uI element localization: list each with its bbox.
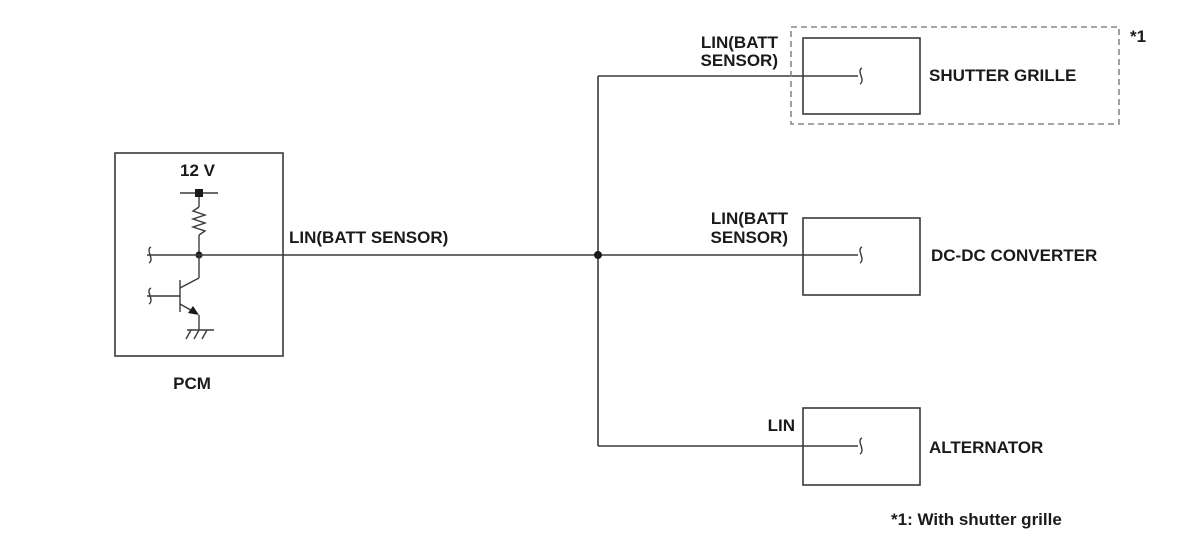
note-marker: *1 xyxy=(1130,27,1146,46)
emitter-arrow xyxy=(188,306,199,315)
connector-icon xyxy=(859,437,863,455)
pcm-label: PCM xyxy=(173,374,211,393)
shutter-pin-label-line2: SENSOR) xyxy=(701,51,778,70)
alternator-box xyxy=(802,407,921,486)
pull-up-resistor xyxy=(190,206,208,236)
alternator-label: ALTERNATOR xyxy=(929,438,1043,457)
connector-icon xyxy=(859,246,863,264)
pcm-module: 12 V PCM xyxy=(114,152,284,393)
ground-icon xyxy=(185,329,214,340)
dcdc-pin-label-line1: LIN(BATT xyxy=(711,209,789,228)
shutter-grille-box xyxy=(802,37,921,115)
dcdc-pin-label-line2: SENSOR) xyxy=(711,228,788,247)
footnote: *1: With shutter grille xyxy=(891,510,1062,529)
shutter-grille-label: SHUTTER GRILLE xyxy=(929,66,1076,85)
connector-icon xyxy=(859,67,863,85)
pcm-supply-label: 12 V xyxy=(180,161,216,180)
splice-node xyxy=(594,251,602,259)
dcdc-converter-box xyxy=(802,217,921,296)
supply-terminal xyxy=(195,189,203,197)
shutter-pin-label-line1: LIN(BATT xyxy=(701,33,779,52)
dcdc-converter-label: DC-DC CONVERTER xyxy=(931,246,1097,265)
lin-bus-label: LIN(BATT SENSOR) xyxy=(289,228,448,247)
shutter-grille-module: LIN(BATT SENSOR) SHUTTER GRILLE *1 xyxy=(701,26,1146,125)
dcdc-converter-module: LIN(BATT SENSOR) DC-DC CONVERTER xyxy=(711,209,1097,296)
alternator-pin-label: LIN xyxy=(768,416,795,435)
optional-equipment-outline xyxy=(790,26,1120,125)
alternator-module: LIN ALTERNATOR xyxy=(768,407,1043,486)
